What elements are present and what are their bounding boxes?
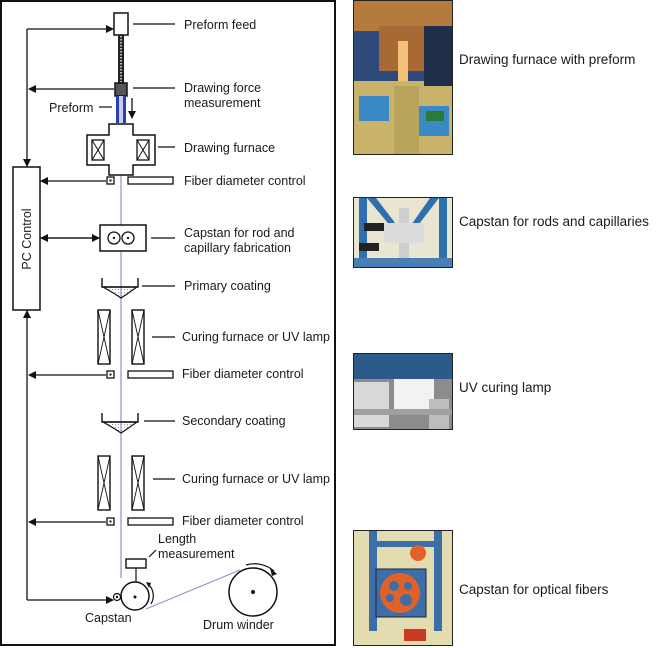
fiber-to-drum-line bbox=[145, 569, 241, 610]
photo-uv-curing-lamp-image bbox=[354, 354, 452, 429]
rod-capstan bbox=[99, 224, 147, 252]
drawing-force-sensor bbox=[114, 82, 128, 97]
label-curing-2: Curing furnace or UV lamp bbox=[182, 472, 330, 486]
label-drum-winder: Drum winder bbox=[203, 618, 274, 632]
label-capstan: Capstan bbox=[85, 611, 132, 625]
caption-uv-curing-lamp: UV curing lamp bbox=[459, 380, 552, 395]
label-length-2: measurement bbox=[158, 547, 235, 561]
label-length-1: Length bbox=[158, 532, 196, 546]
pc-control-label: PC Control bbox=[20, 208, 34, 269]
preform-feed bbox=[113, 12, 129, 83]
label-secondary-coating: Secondary coating bbox=[182, 414, 286, 428]
diagram-frame bbox=[0, 0, 336, 646]
drawing-furnace bbox=[86, 123, 156, 176]
photo-drawing-furnace bbox=[353, 0, 453, 155]
photo-fiber-capstan-image bbox=[354, 531, 452, 645]
label-drawing-force-1: Drawing force bbox=[184, 81, 261, 95]
primary-coating-cup bbox=[100, 278, 139, 299]
control-signal-lines bbox=[23, 25, 114, 604]
fiber-diameter-gauge bbox=[106, 517, 174, 526]
fiber-diameter-gauge bbox=[106, 370, 174, 379]
photo-drawing-furnace-image bbox=[354, 1, 452, 154]
label-drawing-force-2: measurement bbox=[184, 96, 261, 110]
caption-drawing-furnace: Drawing furnace with preform bbox=[459, 52, 636, 67]
label-curing-1: Curing furnace or UV lamp bbox=[182, 330, 330, 344]
fiber-capstan bbox=[112, 581, 154, 611]
curing-lamp bbox=[97, 455, 145, 511]
label-fiber-diameter-2: Fiber diameter control bbox=[182, 367, 304, 381]
photo-rod-capstan-image bbox=[354, 198, 452, 267]
photo-rod-capstan bbox=[353, 197, 453, 268]
label-preform-feed: Preform feed bbox=[184, 18, 256, 32]
preform bbox=[116, 96, 126, 123]
label-preform: Preform bbox=[49, 101, 93, 115]
photo-fiber-capstan bbox=[353, 530, 453, 646]
secondary-coating-cup bbox=[100, 413, 139, 434]
label-fiber-diameter-3: Fiber diameter control bbox=[182, 514, 304, 528]
label-primary-coating: Primary coating bbox=[184, 279, 271, 293]
caption-rod-capstan: Capstan for rods and capillaries bbox=[459, 214, 649, 229]
label-drawing-furnace: Drawing furnace bbox=[184, 141, 275, 155]
label-fiber-diameter-1: Fiber diameter control bbox=[184, 174, 306, 188]
label-capstan-rod-1: Capstan for rod and bbox=[184, 226, 295, 240]
fiber-drawing-tower-diagram: Preform feed Drawing force measurement P… bbox=[0, 0, 336, 646]
fiber-diameter-gauge bbox=[106, 176, 174, 185]
curing-lamp bbox=[97, 309, 145, 365]
caption-fiber-capstan: Capstan for optical fibers bbox=[459, 582, 609, 597]
label-capstan-rod-2: capillary fabrication bbox=[184, 241, 291, 255]
drum-winder bbox=[228, 563, 278, 617]
photo-uv-curing-lamp bbox=[353, 353, 453, 430]
